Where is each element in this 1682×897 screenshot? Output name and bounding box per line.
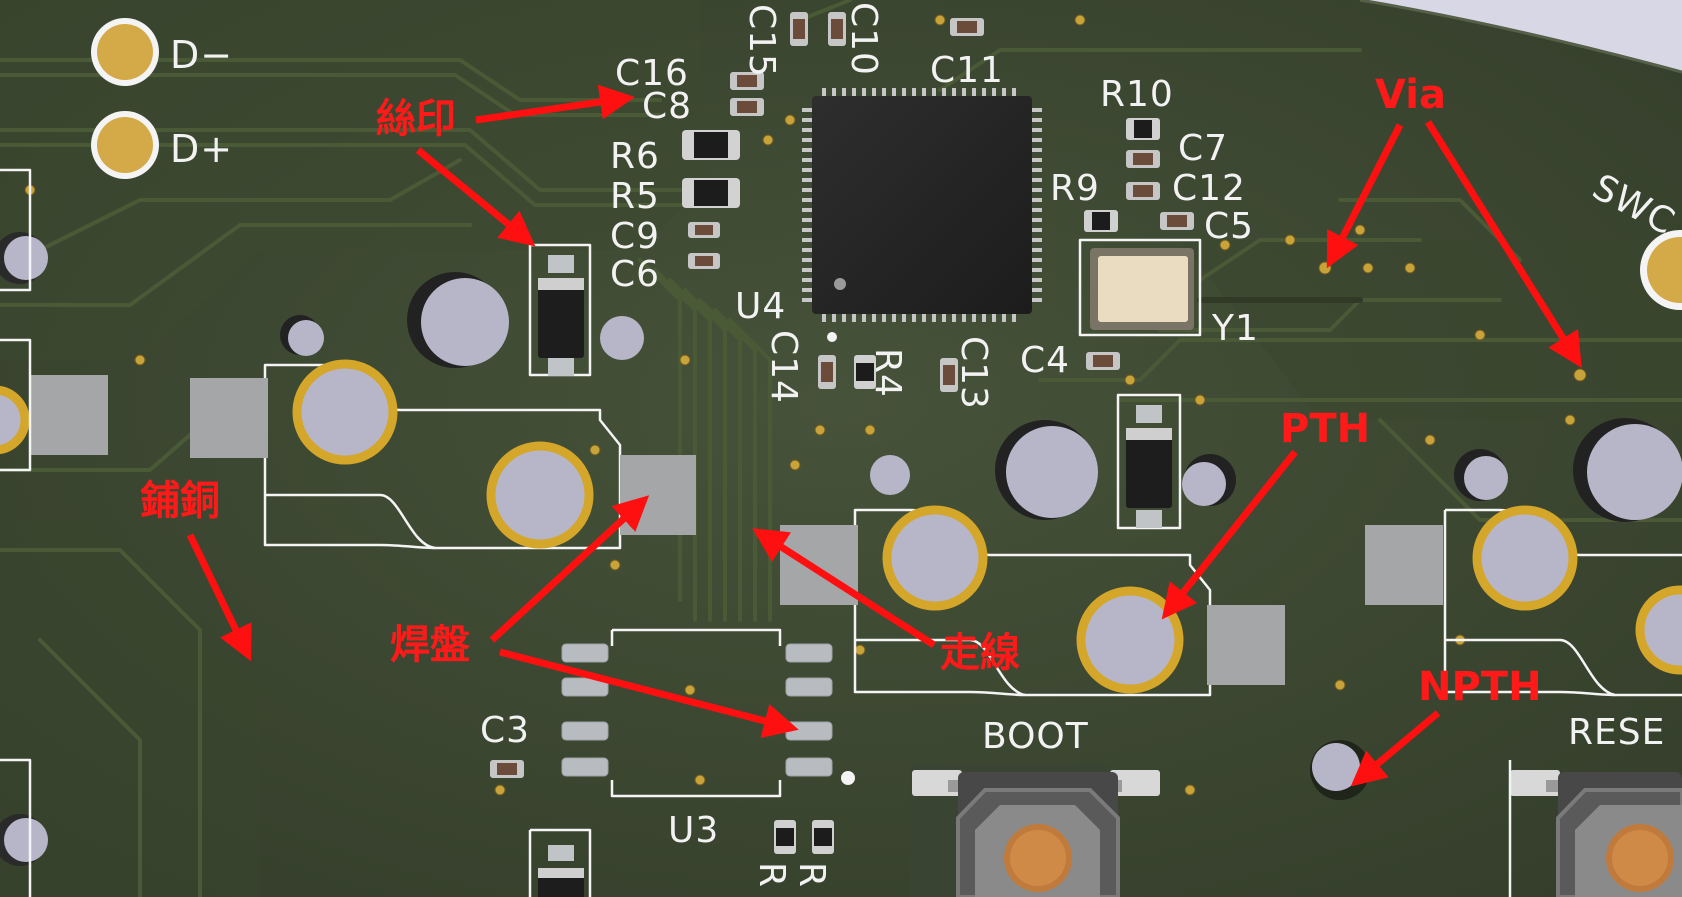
label-c15: C15 bbox=[741, 4, 782, 78]
label-u4: U4 bbox=[735, 286, 786, 327]
annotation-trace: 走線 bbox=[940, 630, 1020, 676]
u4-microcontroller bbox=[802, 88, 1042, 322]
board-edge bbox=[1359, 0, 1682, 74]
label-c8: C8 bbox=[642, 86, 692, 127]
usb-test-pads bbox=[91, 18, 159, 179]
label-d-plus: D+ bbox=[170, 127, 233, 171]
npth-hole bbox=[1310, 740, 1370, 800]
off-board-area bbox=[1360, 0, 1682, 72]
label-r-left: R bbox=[751, 862, 792, 888]
vias bbox=[24, 14, 1587, 796]
annotation-arrows bbox=[186, 84, 1582, 787]
diode-left bbox=[528, 243, 592, 377]
label-r10: R10 bbox=[1100, 74, 1174, 115]
u3-soic-chip bbox=[561, 628, 855, 798]
label-u3: U3 bbox=[668, 810, 719, 851]
label-c13: C13 bbox=[953, 336, 994, 410]
annotation-labels: 絲印 鋪銅 焊盤 走線 Via PTH NPTH bbox=[140, 72, 1542, 710]
switch-footprint-3 bbox=[1365, 418, 1682, 697]
switch-footprint-1 bbox=[190, 272, 696, 550]
label-r-right: R bbox=[791, 862, 832, 888]
label-r9: R9 bbox=[1050, 168, 1100, 209]
diode-center bbox=[1116, 393, 1182, 530]
label-c12: C12 bbox=[1172, 168, 1246, 209]
passives-left-column bbox=[682, 12, 984, 269]
switch-left-partial bbox=[0, 168, 108, 897]
reset-button-switch bbox=[1508, 760, 1682, 897]
label-c10: C10 bbox=[843, 2, 884, 76]
c3-capacitor bbox=[490, 760, 524, 778]
label-boot: BOOT bbox=[982, 716, 1089, 757]
label-y1: Y1 bbox=[1211, 308, 1259, 349]
label-c3: C3 bbox=[480, 710, 530, 751]
annotation-copper-pour: 鋪銅 bbox=[140, 478, 220, 524]
label-c14: C14 bbox=[763, 330, 804, 404]
annotation-pad: 焊盤 bbox=[390, 622, 470, 668]
label-d-minus: D− bbox=[170, 33, 233, 77]
resistor-pair-bottom bbox=[774, 820, 834, 854]
label-c4: C4 bbox=[1020, 340, 1070, 381]
label-r4: R4 bbox=[867, 348, 908, 398]
label-r5: R5 bbox=[610, 176, 660, 217]
label-c9: C9 bbox=[610, 216, 660, 257]
label-c11: C11 bbox=[930, 50, 1004, 91]
label-r6: R6 bbox=[610, 136, 660, 177]
label-c6: C6 bbox=[610, 254, 660, 295]
annotation-via: Via bbox=[1375, 72, 1446, 118]
boot-button-switch bbox=[910, 765, 1160, 897]
crystal-y1 bbox=[1078, 238, 1202, 337]
diode-bottom-partial bbox=[528, 828, 592, 897]
passives-right-cluster bbox=[818, 118, 1194, 392]
swc-pad-partial bbox=[1640, 230, 1682, 310]
annotation-silkscreen: 絲印 bbox=[376, 96, 456, 142]
label-c5: C5 bbox=[1204, 206, 1254, 247]
annotation-npth: NPTH bbox=[1418, 664, 1542, 710]
label-c7: C7 bbox=[1178, 128, 1228, 169]
label-reset: RESE bbox=[1568, 712, 1665, 753]
annotation-pth: PTH bbox=[1280, 406, 1370, 452]
